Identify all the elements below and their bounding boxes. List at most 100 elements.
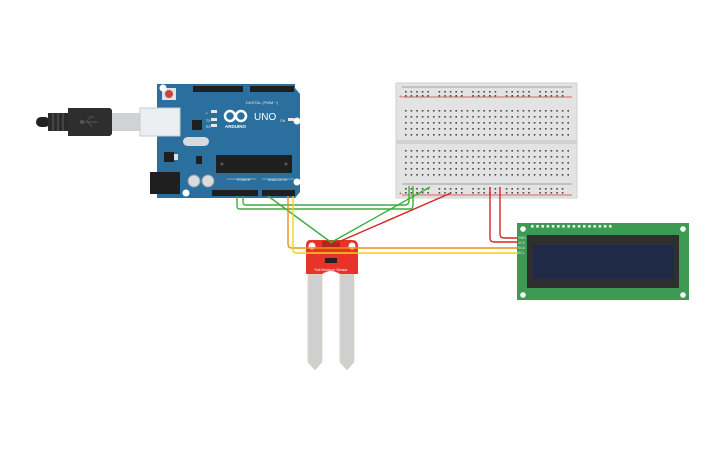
breadboard-hole[interactable] (438, 188, 441, 190)
breadboard-hole[interactable] (511, 128, 513, 130)
breadboard-hole[interactable] (533, 150, 536, 152)
breadboard-hole[interactable] (561, 110, 564, 112)
breadboard-hole[interactable] (567, 110, 569, 112)
breadboard-hole[interactable] (477, 110, 480, 112)
breadboard-hole[interactable] (556, 188, 558, 190)
breadboard-hole[interactable] (483, 91, 485, 93)
breadboard-hole[interactable] (545, 116, 547, 118)
breadboard-hole[interactable] (444, 91, 446, 93)
breadboard-hole[interactable] (522, 156, 525, 158)
breadboard-hole[interactable] (416, 156, 418, 158)
breadboard-hole[interactable] (438, 168, 441, 170)
breadboard-hole[interactable] (438, 116, 441, 118)
breadboard-hole[interactable] (421, 156, 424, 158)
breadboard-hole[interactable] (517, 116, 519, 118)
breadboard-hole[interactable] (561, 188, 564, 190)
breadboard-hole[interactable] (511, 162, 513, 164)
breadboard-hole[interactable] (489, 95, 491, 97)
breadboard-hole[interactable] (556, 150, 558, 152)
breadboard-hole[interactable] (545, 110, 547, 112)
breadboard-hole[interactable] (522, 91, 525, 93)
breadboard-hole[interactable] (477, 162, 480, 164)
breadboard-hole[interactable] (539, 95, 541, 97)
wire-a4-to-lcd-sda[interactable] (287, 196, 518, 249)
breadboard-hole[interactable] (511, 91, 513, 93)
breadboard-hole[interactable] (539, 134, 541, 136)
analog-header[interactable] (262, 190, 295, 196)
breadboard-hole[interactable] (444, 174, 446, 176)
breadboard-hole[interactable] (550, 150, 553, 152)
breadboard-hole[interactable] (461, 134, 463, 136)
breadboard-hole[interactable] (466, 174, 469, 176)
breadboard-hole[interactable] (561, 168, 564, 170)
breadboard-hole[interactable] (455, 122, 457, 124)
breadboard-hole[interactable] (500, 110, 502, 112)
breadboard-hole[interactable] (410, 122, 413, 124)
reset-button[interactable] (165, 90, 173, 98)
breadboard-hole[interactable] (433, 110, 435, 112)
breadboard-hole[interactable] (545, 174, 547, 176)
breadboard-hole[interactable] (545, 91, 547, 93)
breadboard-hole[interactable] (483, 192, 485, 194)
breadboard-hole[interactable] (533, 110, 536, 112)
breadboard-hole[interactable] (545, 168, 547, 170)
breadboard-hole[interactable] (416, 91, 418, 93)
breadboard-hole[interactable] (522, 128, 525, 130)
breadboard-hole[interactable] (511, 110, 513, 112)
breadboard-hole[interactable] (438, 162, 441, 164)
breadboard-hole[interactable] (528, 174, 530, 176)
breadboard-hole[interactable] (427, 110, 429, 112)
breadboard-hole[interactable] (421, 116, 424, 118)
breadboard-hole[interactable] (556, 116, 558, 118)
breadboard-hole[interactable] (433, 134, 435, 136)
breadboard-hole[interactable] (494, 116, 497, 118)
breadboard-hole[interactable] (477, 192, 480, 194)
breadboard-hole[interactable] (427, 168, 429, 170)
breadboard-hole[interactable] (556, 110, 558, 112)
breadboard-hole[interactable] (410, 162, 413, 164)
breadboard-hole[interactable] (472, 156, 474, 158)
breadboard-hole[interactable] (522, 134, 525, 136)
breadboard-hole[interactable] (427, 95, 429, 97)
breadboard-hole[interactable] (472, 192, 474, 194)
breadboard-hole[interactable] (438, 174, 441, 176)
breadboard[interactable]: + + (395, 82, 578, 199)
breadboard-hole[interactable] (449, 188, 452, 190)
breadboard-hole[interactable] (522, 95, 525, 97)
breadboard-hole[interactable] (461, 188, 463, 190)
breadboard-hole[interactable] (556, 134, 558, 136)
breadboard-hole[interactable] (427, 91, 429, 93)
breadboard-hole[interactable] (500, 156, 502, 158)
breadboard-hole[interactable] (561, 122, 564, 124)
breadboard-hole[interactable] (421, 192, 424, 194)
breadboard-hole[interactable] (528, 122, 530, 124)
breadboard-hole[interactable] (472, 116, 474, 118)
breadboard-hole[interactable] (444, 168, 446, 170)
breadboard-hole[interactable] (483, 168, 485, 170)
breadboard-hole[interactable] (449, 168, 452, 170)
breadboard-hole[interactable] (483, 150, 485, 152)
breadboard-hole[interactable] (567, 162, 569, 164)
breadboard-hole[interactable] (455, 162, 457, 164)
breadboard-hole[interactable] (483, 188, 485, 190)
breadboard-hole[interactable] (494, 174, 497, 176)
breadboard-hole[interactable] (556, 95, 558, 97)
breadboard-hole[interactable] (556, 156, 558, 158)
breadboard-hole[interactable] (517, 122, 519, 124)
breadboard-hole[interactable] (466, 156, 469, 158)
breadboard-hole[interactable] (517, 162, 519, 164)
breadboard-hole[interactable] (505, 128, 508, 130)
breadboard-hole[interactable] (466, 122, 469, 124)
breadboard-hole[interactable] (556, 128, 558, 130)
breadboard-hole[interactable] (545, 134, 547, 136)
breadboard-hole[interactable] (505, 122, 508, 124)
breadboard-hole[interactable] (410, 134, 413, 136)
breadboard-hole[interactable] (449, 162, 452, 164)
breadboard-hole[interactable] (416, 110, 418, 112)
breadboard-hole[interactable] (505, 168, 508, 170)
breadboard-hole[interactable] (505, 188, 508, 190)
breadboard-hole[interactable] (438, 192, 441, 194)
breadboard-hole[interactable] (427, 156, 429, 158)
breadboard-hole[interactable] (511, 116, 513, 118)
breadboard-hole[interactable] (472, 188, 474, 190)
